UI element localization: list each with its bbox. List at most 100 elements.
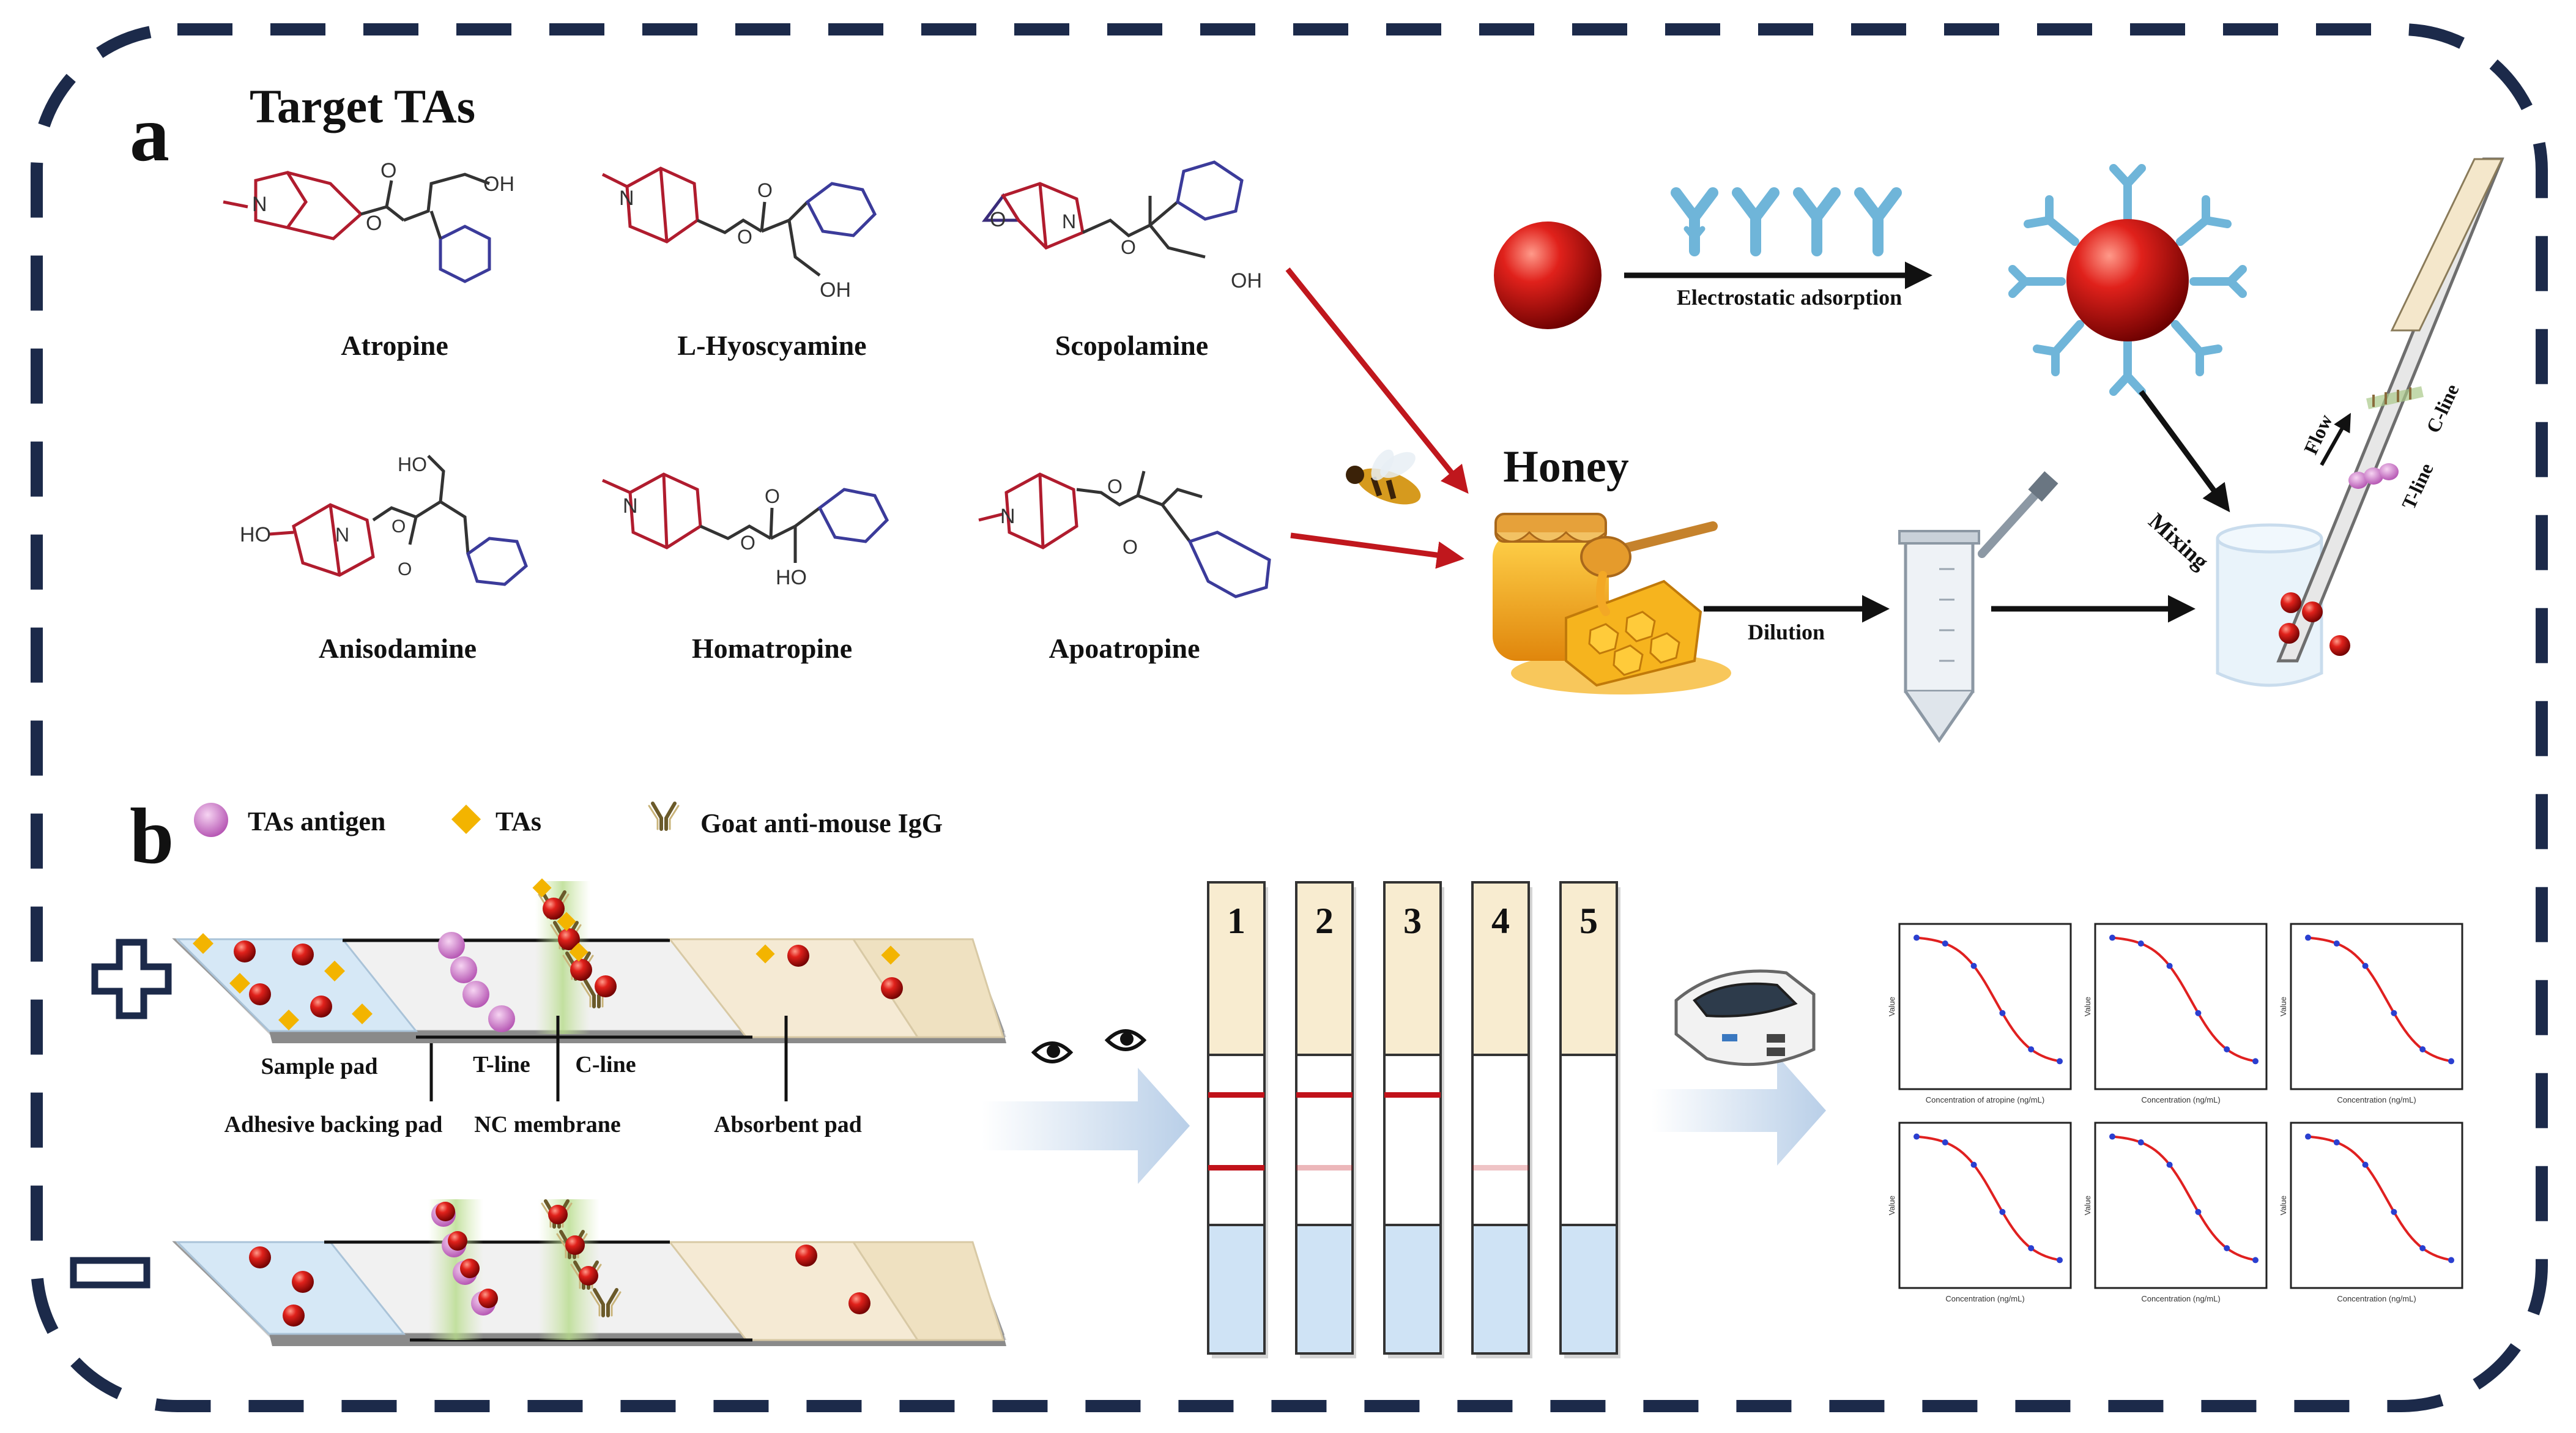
plot-y-label: Value xyxy=(1887,1196,1896,1215)
mixing-label: Mixing xyxy=(2144,508,2213,575)
dipstick-well xyxy=(2216,157,2504,687)
strip-top-pad xyxy=(1295,881,1354,1056)
strip-number: 2 xyxy=(1315,901,1334,941)
data-point xyxy=(1970,1161,1977,1168)
honey-label: Honey xyxy=(1503,442,1629,492)
calibration-plot-1: Concentration of atropine (ng/mL)Value xyxy=(1887,923,2072,1104)
calibration-plot-5: Concentration (ng/mL)Value xyxy=(2083,1122,2268,1303)
data-point xyxy=(2333,940,2340,947)
atropine-n-atom: N xyxy=(252,193,267,216)
data-point xyxy=(2362,962,2369,969)
red-arrow-lower xyxy=(1290,532,1464,569)
data-point xyxy=(2391,1208,2397,1215)
plot-x-label: Concentration (ng/mL) xyxy=(2141,1294,2220,1303)
test-strip-5: 5 xyxy=(1559,881,1620,1358)
calibration-curves: Concentration of atropine (ng/mL)ValueCo… xyxy=(1887,923,2463,1303)
l-hyoscyamine-carbonyl-o: O xyxy=(757,179,773,201)
data-point xyxy=(2252,1257,2259,1264)
data-point xyxy=(2224,1046,2230,1052)
apoatropine-label: Apoatropine xyxy=(1049,633,1200,664)
calibration-plot-2: Concentration (ng/mL)Value xyxy=(2083,923,2268,1104)
big-arrow-to-strips xyxy=(982,1068,1190,1184)
mixing-arrow xyxy=(2139,390,2230,513)
scopolamine-carbonyl-o: O xyxy=(1121,236,1136,258)
positive-lfa-strip xyxy=(172,878,1006,1043)
strip-t-line xyxy=(1472,1165,1529,1171)
scopolamine-epoxide-o: O xyxy=(990,208,1006,231)
data-point xyxy=(2305,1133,2311,1140)
strip-number: 1 xyxy=(1227,901,1245,941)
l-hyoscyamine-n-atom: N xyxy=(619,187,634,210)
tas-legend-icon xyxy=(451,804,481,835)
plot-y-label: Value xyxy=(1887,997,1896,1016)
strip-membrane xyxy=(1471,1054,1530,1226)
centrifuge-tube xyxy=(1898,530,1980,743)
plot-x-label: Concentration (ng/mL) xyxy=(1945,1294,2024,1303)
apoatropine-structure xyxy=(978,471,1271,598)
data-point xyxy=(2362,1161,2369,1168)
test-strip-set: 1 2 3 4 5 xyxy=(1207,881,1620,1358)
atropine-label: Atropine xyxy=(341,330,448,361)
plot-frame xyxy=(1898,923,2072,1090)
strip-number: 4 xyxy=(1491,901,1510,941)
l-hyoscyamine-oh: OH xyxy=(820,278,851,302)
homatropine-n-atom: N xyxy=(623,494,638,518)
strip-membrane xyxy=(1295,1054,1354,1226)
calibration-plot-4: Concentration (ng/mL) Value xyxy=(1887,1122,2072,1303)
data-point xyxy=(2057,1257,2063,1264)
data-point xyxy=(2448,1058,2454,1065)
goat-igg-legend-icon xyxy=(649,803,678,829)
fit-curve xyxy=(1916,936,2060,1063)
test-strip-1: 1 xyxy=(1207,881,1268,1358)
legend-tas: TAs xyxy=(496,806,541,836)
atropine-oh: OH xyxy=(483,173,514,196)
fit-curve xyxy=(2307,936,2452,1063)
strip-c-line xyxy=(1384,1092,1441,1098)
dashed-frame xyxy=(31,23,2548,1412)
scopolamine-label: Scopolamine xyxy=(1055,330,1208,361)
t-line-band xyxy=(2348,463,2399,489)
tas-antigen-legend-icon xyxy=(194,803,228,837)
data-point xyxy=(2028,1046,2035,1052)
data-point xyxy=(2333,1139,2340,1146)
negative-lfa-strip xyxy=(172,1199,1006,1346)
homatropine-structure xyxy=(601,472,889,563)
anisodamine-label: Anisodamine xyxy=(319,633,477,664)
data-point xyxy=(2391,1010,2397,1016)
l-hyoscyamine-label: L-Hyoscyamine xyxy=(677,330,866,361)
plot-x-label: Concentration (ng/mL) xyxy=(2141,1095,2220,1104)
legend-goat-igg: Goat anti-mouse IgG xyxy=(700,808,943,838)
scopolamine-n-atom: N xyxy=(1062,210,1076,233)
gold-nanoparticle xyxy=(1494,221,1602,329)
anisodamine-ho: HO xyxy=(240,523,271,546)
data-point xyxy=(1942,1139,1948,1146)
strip-membrane xyxy=(1207,1054,1266,1226)
big-arrow-to-reader xyxy=(1652,1055,1826,1166)
strip-number: 3 xyxy=(1403,901,1422,941)
data-point xyxy=(2195,1208,2202,1215)
data-point xyxy=(2305,934,2311,941)
data-point xyxy=(2109,1133,2115,1140)
anisodamine-ester-o: O xyxy=(392,516,406,537)
data-point xyxy=(1970,962,1977,969)
l-hyoscyamine-ester-o: O xyxy=(737,226,752,248)
dilution-label: Dilution xyxy=(1748,620,1825,644)
t-line-label-a: T-line xyxy=(2397,460,2438,513)
antibody-conjugate xyxy=(2008,164,2247,396)
strip-top-pad xyxy=(1559,881,1618,1056)
test-strip-4: 4 xyxy=(1471,881,1532,1358)
negative-sign-icon xyxy=(70,1257,150,1289)
pipette-icon xyxy=(1978,471,2058,558)
data-point xyxy=(2419,1046,2426,1052)
scopolamine-oh: OH xyxy=(1231,269,1262,292)
absorbent-pad-label: Absorbent pad xyxy=(714,1112,862,1137)
data-point xyxy=(2137,940,2144,947)
data-point xyxy=(2109,934,2115,941)
legend-tas-antigen: TAs antigen xyxy=(248,806,385,836)
strip-sample-pad xyxy=(1471,1224,1530,1355)
data-point xyxy=(2166,962,2173,969)
fit-curve xyxy=(2307,1135,2452,1262)
apoatropine-carbonyl-o: O xyxy=(1123,536,1138,558)
c-line-band xyxy=(2366,386,2424,409)
